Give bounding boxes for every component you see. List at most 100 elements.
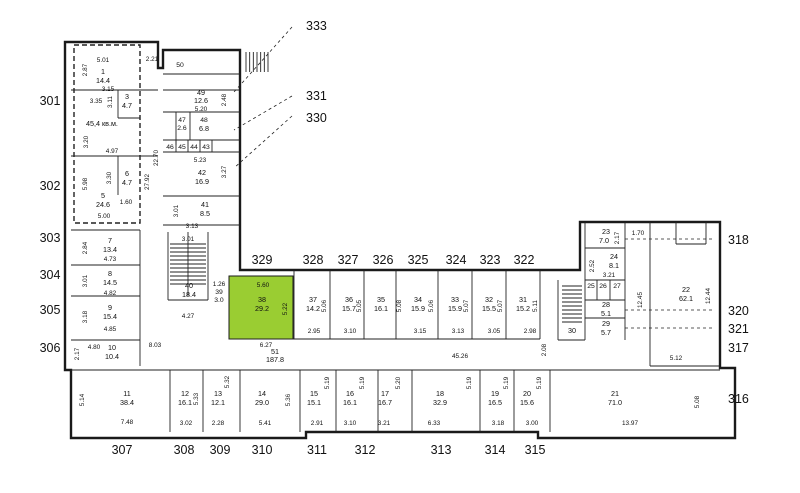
room-dim: 3.18	[492, 420, 505, 427]
room-id: 31	[519, 295, 527, 304]
room-id: 35	[377, 295, 385, 304]
room-38-highlight[interactable]	[228, 275, 294, 340]
callout-label: 304	[40, 268, 61, 282]
callout-label: 324	[446, 253, 467, 267]
callout-label: 333	[306, 19, 327, 33]
room-dim: 5.19	[359, 376, 366, 389]
room-dim: 5.98	[82, 177, 89, 190]
room-id: 32	[485, 295, 493, 304]
room-dim: 5.19	[503, 376, 510, 389]
room-id: 46	[166, 144, 174, 151]
callout-label: 301	[40, 94, 61, 108]
room-dim: 13.97	[622, 420, 638, 427]
room-area: 16.5	[488, 398, 502, 407]
room-dim: 1.70	[632, 230, 645, 237]
room-area: 15.5	[482, 304, 496, 313]
room-area: 15.1	[307, 398, 321, 407]
callout-label: 313	[431, 443, 452, 457]
room-area: 29.2	[255, 304, 269, 313]
room-dim: 5.60	[257, 282, 270, 289]
room-dim: 3.10	[344, 420, 357, 427]
room-area: 2.6	[177, 125, 187, 132]
room-area: 38.4	[120, 398, 134, 407]
room-id: 22	[682, 285, 690, 294]
room-id: 21	[611, 389, 619, 398]
callout-label: 306	[40, 341, 61, 355]
room-area: 4.7	[122, 178, 132, 187]
room-id: 30	[568, 326, 576, 335]
room-area: 14.4	[96, 76, 110, 85]
room-dim: 12.45	[637, 292, 644, 308]
callout-label: 329	[252, 253, 273, 267]
callout-label: 318	[728, 233, 749, 247]
room-area: 45,4 кв.м.	[86, 119, 118, 128]
callout-label: 317	[728, 341, 749, 355]
room-dim: 4.73	[104, 256, 117, 263]
room-dim: 3.21	[378, 420, 391, 427]
room-area: 15.9	[448, 304, 462, 313]
room-dim: 5.22	[282, 302, 289, 315]
room-id: 10	[108, 343, 116, 352]
room-dim: 3.01	[173, 204, 180, 217]
room-dim: 3.30	[106, 171, 113, 184]
room-id: 41	[201, 200, 209, 209]
room-area: 16.1	[178, 398, 192, 407]
room-dim: 5.08	[694, 395, 701, 408]
room-dim: 5.11	[532, 300, 539, 312]
room-area: 16.1	[374, 304, 388, 313]
room-dim: 45.26	[452, 353, 468, 360]
room-dim: 6.33	[428, 420, 441, 427]
room-area: 12.6	[194, 96, 208, 105]
room-dim: 5.19	[466, 376, 473, 389]
room-id: 18	[436, 389, 444, 398]
room-dim: 5.19	[324, 376, 331, 389]
callout-label: 321	[728, 322, 749, 336]
room-dim: 5.33	[193, 392, 200, 405]
room-area: 12.1	[211, 398, 225, 407]
room-area: 16.9	[195, 177, 209, 186]
room-dim: 3.01	[182, 236, 195, 243]
room-id: 38	[258, 295, 266, 304]
room-dim: 5.32	[224, 375, 231, 388]
room-dim: 3.02	[180, 420, 193, 427]
room-dim: 3.20	[83, 135, 90, 148]
callouts-bottom: 307 308 309 310 311 312 313 314 315	[112, 443, 546, 457]
dashed-boundary	[73, 44, 141, 224]
callout-label: 305	[40, 303, 61, 317]
room-area: 8.5	[200, 209, 210, 218]
outer-wall	[63, 40, 737, 440]
room-dim: 2.48	[221, 93, 228, 106]
room-area: 13.4	[103, 245, 117, 254]
room-id: 8	[108, 269, 112, 278]
room-id: 50	[176, 62, 184, 69]
room-id: 5	[101, 191, 105, 200]
callout-label: 316	[728, 392, 749, 406]
room-area: 8.1	[609, 261, 619, 270]
room-area: 6.8	[199, 124, 209, 133]
room-area: 5.1	[601, 309, 611, 318]
room-dim: 4.82	[104, 290, 117, 297]
room-dim: 12.44	[705, 288, 712, 304]
room-dim: 4.85	[104, 326, 117, 333]
callout-label: 330	[306, 111, 327, 125]
room-id: 45	[178, 144, 186, 151]
room-id: 20	[523, 389, 531, 398]
central-block-partitions	[163, 73, 240, 301]
room-id: 27	[613, 283, 621, 290]
room-id: 34	[414, 295, 422, 304]
room-dim: 5.20	[195, 106, 208, 113]
room-id: 40	[185, 281, 193, 290]
room-dim: 5.23	[194, 157, 207, 164]
room-area: 29.0	[255, 398, 269, 407]
room-dim: 1.26	[213, 281, 226, 288]
room-dim: 3.13	[186, 223, 199, 230]
callout-label: 307	[112, 443, 133, 457]
room-id: 36	[345, 295, 353, 304]
room-dim: 22.70	[153, 150, 160, 166]
room-dim: 3.10	[344, 328, 357, 335]
callouts-top-right: 333 331 330	[306, 19, 327, 125]
callout-label: 309	[210, 443, 231, 457]
callout-label: 312	[355, 443, 376, 457]
room-dim: 1.60	[120, 199, 133, 206]
